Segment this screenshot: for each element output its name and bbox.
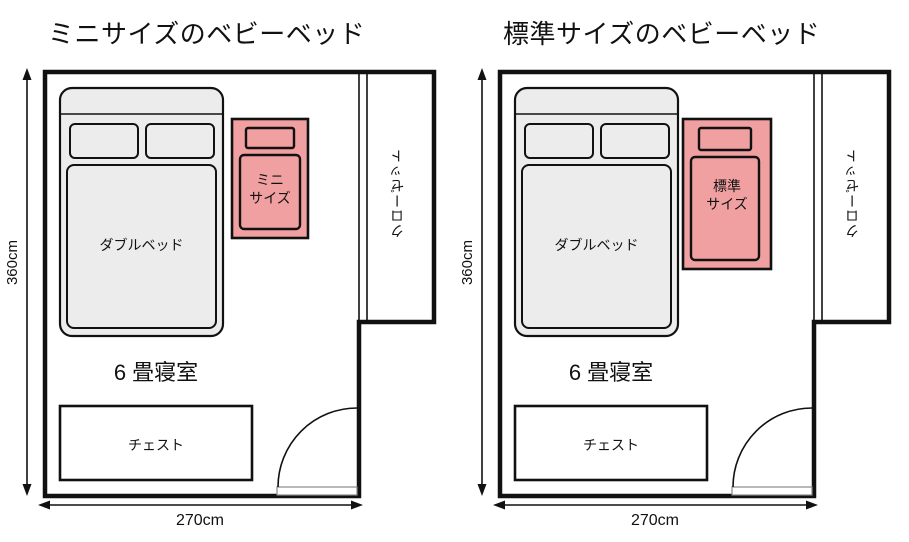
horizontal-dimension-label-standard: 270cm xyxy=(630,512,680,529)
chest xyxy=(513,404,709,482)
door xyxy=(731,407,813,496)
crib-label-line1: 標準 xyxy=(713,178,741,194)
crib-label-mini: ミニ サイズ xyxy=(232,172,308,207)
chest-label-standard: チェスト xyxy=(583,437,639,453)
panel-mini-size: ミニサイズのベビーベッド xyxy=(0,0,454,542)
crib-mattress xyxy=(238,153,302,231)
horizontal-dimension-arrow xyxy=(493,500,818,510)
crib-pillow xyxy=(244,126,296,150)
double-bed-label-standard: ダブルベッド xyxy=(554,237,639,253)
closet-group xyxy=(358,74,368,322)
mattress xyxy=(66,164,217,329)
door-threshold xyxy=(276,486,358,496)
door-threshold xyxy=(731,486,813,496)
double-bed xyxy=(513,86,680,338)
vertical-dimension-label-mini: 360cm xyxy=(4,240,21,286)
panel-title-mini: ミニサイズのベビーベッド xyxy=(48,19,366,49)
chest xyxy=(58,404,254,482)
crib-label-line2: サイズ xyxy=(706,195,748,212)
floorplan-svg-standard xyxy=(477,68,892,510)
panel-title-standard: 標準サイズのベビーベッド xyxy=(503,19,821,49)
floorplan-svg-mini xyxy=(22,68,437,510)
crib-label-line1: ミニ xyxy=(256,172,284,188)
vertical-dimension-arrow xyxy=(22,68,32,496)
double-bed xyxy=(58,86,225,338)
crib-mattress xyxy=(689,155,761,262)
pillow-left xyxy=(69,123,139,159)
crib-mini xyxy=(230,117,310,240)
crib-standard xyxy=(681,117,773,271)
door xyxy=(276,407,358,496)
closet-label-mini: クローゼット xyxy=(389,148,405,238)
double-bed-label-mini: ダブルベッド xyxy=(99,237,184,253)
closet-group xyxy=(813,74,823,322)
pillow-left xyxy=(524,123,594,159)
horizontal-dimension-label-mini: 270cm xyxy=(175,512,225,529)
chest-label-mini: チェスト xyxy=(128,437,184,453)
horizontal-dimension-arrow xyxy=(38,500,363,510)
closet-label-standard: クローゼット xyxy=(844,148,860,238)
mattress xyxy=(521,164,672,329)
crib-label-standard: 標準 サイズ xyxy=(683,178,771,213)
door-swing-arc xyxy=(277,407,358,488)
crib-label-line2: サイズ xyxy=(249,189,291,206)
room-label-mini: 6 畳寝室 xyxy=(113,360,199,385)
pillow-right xyxy=(600,123,670,159)
room-label-standard: 6 畳寝室 xyxy=(568,360,654,385)
vertical-dimension-label-standard: 360cm xyxy=(459,240,476,286)
panel-standard-size: 標準サイズのベビーベッド xyxy=(455,0,909,542)
vertical-dimension-arrow xyxy=(477,68,487,496)
crib-pillow xyxy=(697,126,753,152)
pillow-right xyxy=(145,123,215,159)
door-swing-arc xyxy=(732,407,813,488)
